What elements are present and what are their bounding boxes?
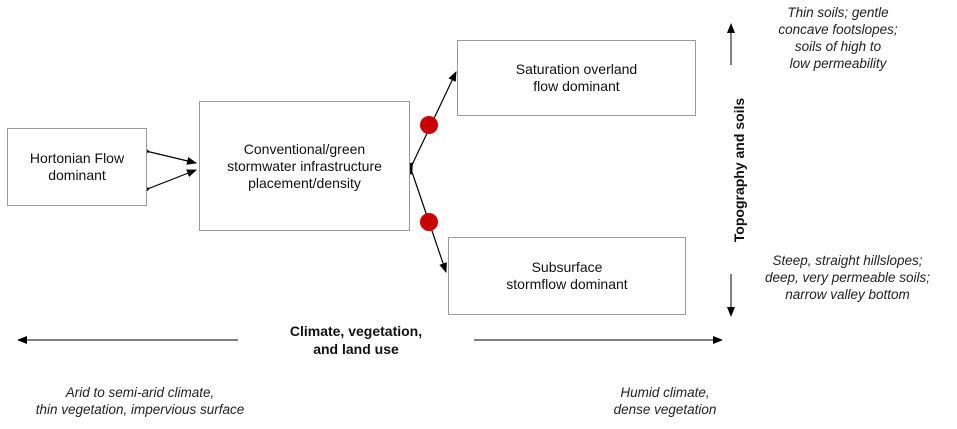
topography-axis-label: Topography and soils — [731, 97, 747, 243]
top-right-note: Thin soils; gentle concave footslopes; s… — [778, 5, 898, 71]
hortonian-lower-arrow — [140, 169, 197, 196]
climate-axis-label: Climate, vegetation, and land use — [289, 323, 423, 357]
subsurface-stormflow-label: Subsurface stormflow dominant — [506, 259, 628, 292]
bottom-middle-note: Humid climate, dense vegetation — [613, 385, 717, 417]
subsurface-stormflow-box: Subsurface stormflow dominant — [448, 237, 686, 315]
infrastructure-label: Conventional/green stormwater infrastruc… — [227, 140, 382, 191]
bottom-left-note: Arid to semi-arid climate, thin vegetati… — [35, 385, 245, 417]
infrastructure-box: Conventional/green stormwater infrastruc… — [199, 101, 410, 231]
bottom-right-note: Steep, straight hillslopes; deep, very p… — [764, 253, 931, 302]
saturation-junction-dot — [420, 116, 438, 134]
saturation-overland-box: Saturation overland flow dominant — [457, 40, 696, 116]
hortonian-flow-label: Hortonian Flow dominant — [29, 150, 125, 183]
hortonian-flow-box: Hortonian Flow dominant — [7, 128, 147, 206]
hortonian-upper-arrow — [140, 146, 197, 165]
subsurface-junction-dot — [420, 213, 438, 231]
saturation-overland-label: Saturation overland flow dominant — [515, 61, 638, 94]
